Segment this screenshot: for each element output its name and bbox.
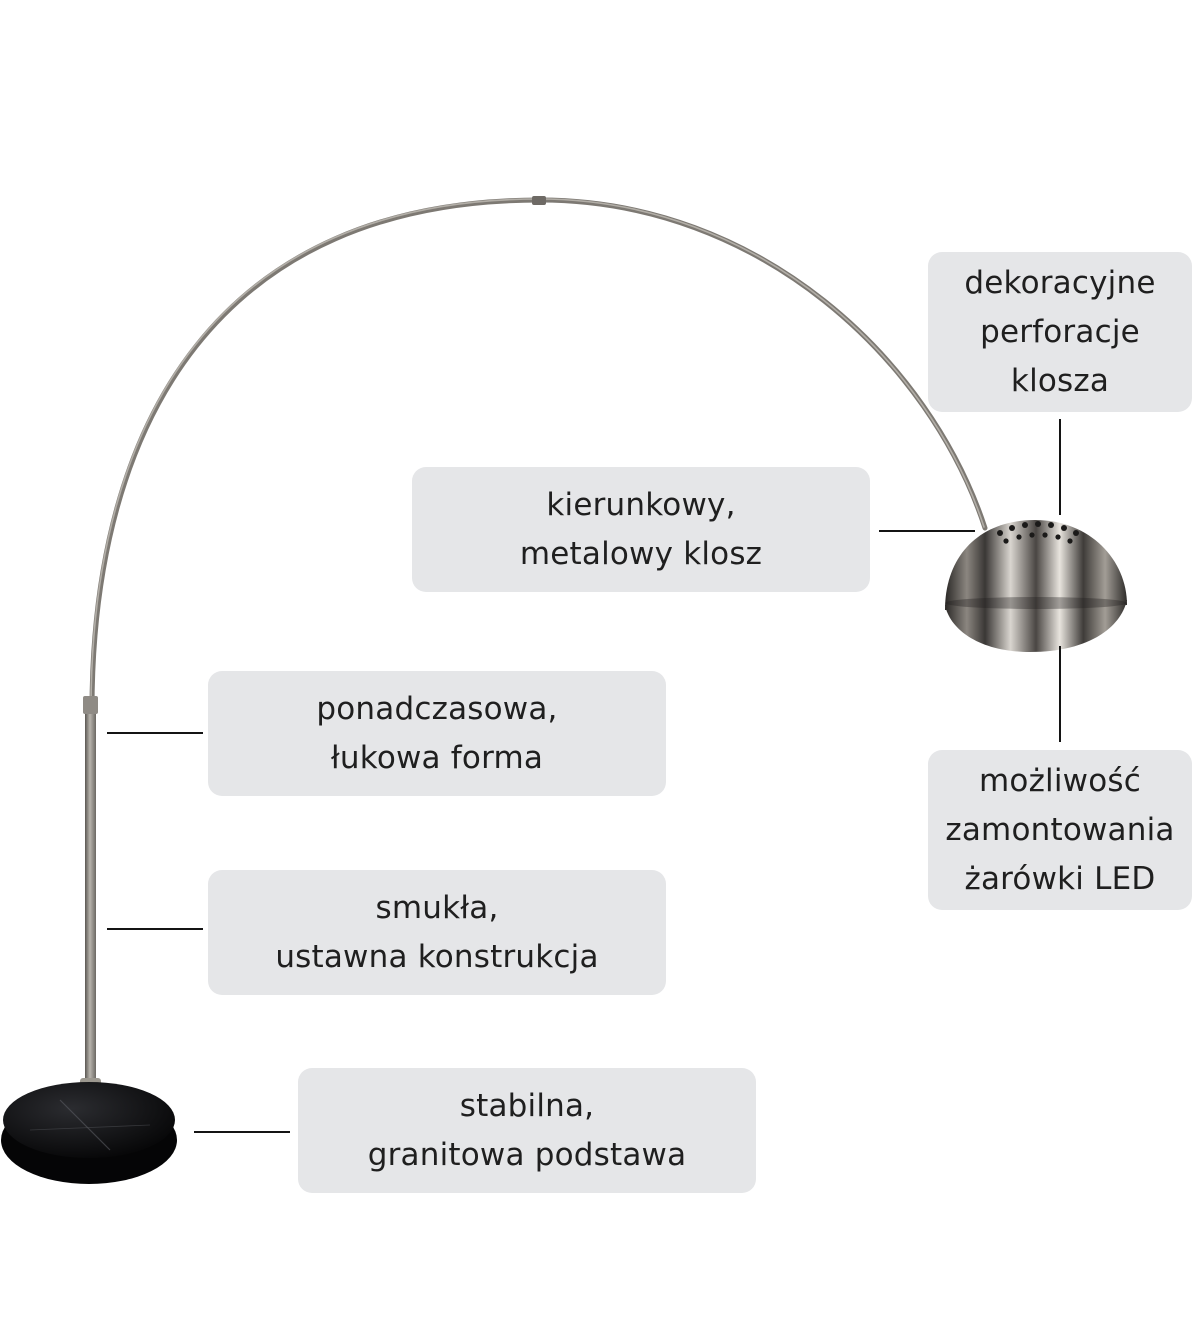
- callout-construction: smukła, ustawna konstrukcja: [208, 870, 666, 995]
- granite-vein-2: [29, 1124, 151, 1131]
- shade-rim: [945, 597, 1127, 609]
- stand-rod: [85, 700, 96, 1092]
- callout-shade-perforations: dekoracyjne perforacje klosza: [928, 252, 1192, 412]
- granite-base-top: [3, 1082, 175, 1158]
- callout-line: zamontowania: [945, 811, 1175, 848]
- leader-line-arc-form: [107, 732, 203, 734]
- callout-line: łukowa forma: [330, 739, 544, 776]
- leader-line-construction: [107, 928, 203, 930]
- shade-perforations: [997, 521, 1079, 544]
- callout-arc-form: ponadczasowa, łukowa forma: [208, 671, 666, 796]
- callout-line: perforacje: [980, 313, 1140, 350]
- callout-led-bulb: możliwość zamontowania żarówki LED: [928, 750, 1192, 910]
- callout-line: kierunkowy,: [546, 486, 736, 523]
- callout-metal-shade: kierunkowy, metalowy klosz: [412, 467, 870, 592]
- arc-rod: [89, 197, 988, 713]
- leader-line-base: [194, 1131, 290, 1133]
- callout-line: smukła,: [375, 889, 499, 926]
- callout-line: żarówki LED: [964, 860, 1156, 897]
- callout-line: metalowy klosz: [519, 535, 763, 572]
- callout-line: dekoracyjne: [964, 264, 1156, 301]
- callout-line: możliwość: [979, 762, 1141, 799]
- metal-shade: [945, 520, 1127, 610]
- callout-line: ponadczasowa,: [316, 690, 558, 727]
- callout-base: stabilna, granitowa podstawa: [298, 1068, 756, 1193]
- granite-vein: [59, 1099, 111, 1151]
- callout-line: stabilna,: [459, 1087, 595, 1124]
- callout-line: granitowa podstawa: [367, 1136, 687, 1173]
- leader-line-led-bulb: [1059, 646, 1061, 742]
- metal-shade-bottom: [945, 600, 1127, 652]
- callout-line: ustawna konstrukcja: [275, 938, 599, 975]
- arc-rod-highlight: [90, 198, 985, 710]
- leader-line-metal-shade: [879, 530, 975, 532]
- stand-rod-collar: [83, 696, 98, 714]
- leader-line-shade-perforations: [1059, 419, 1061, 515]
- arc-joint: [532, 196, 546, 205]
- callout-line: klosza: [1010, 362, 1110, 399]
